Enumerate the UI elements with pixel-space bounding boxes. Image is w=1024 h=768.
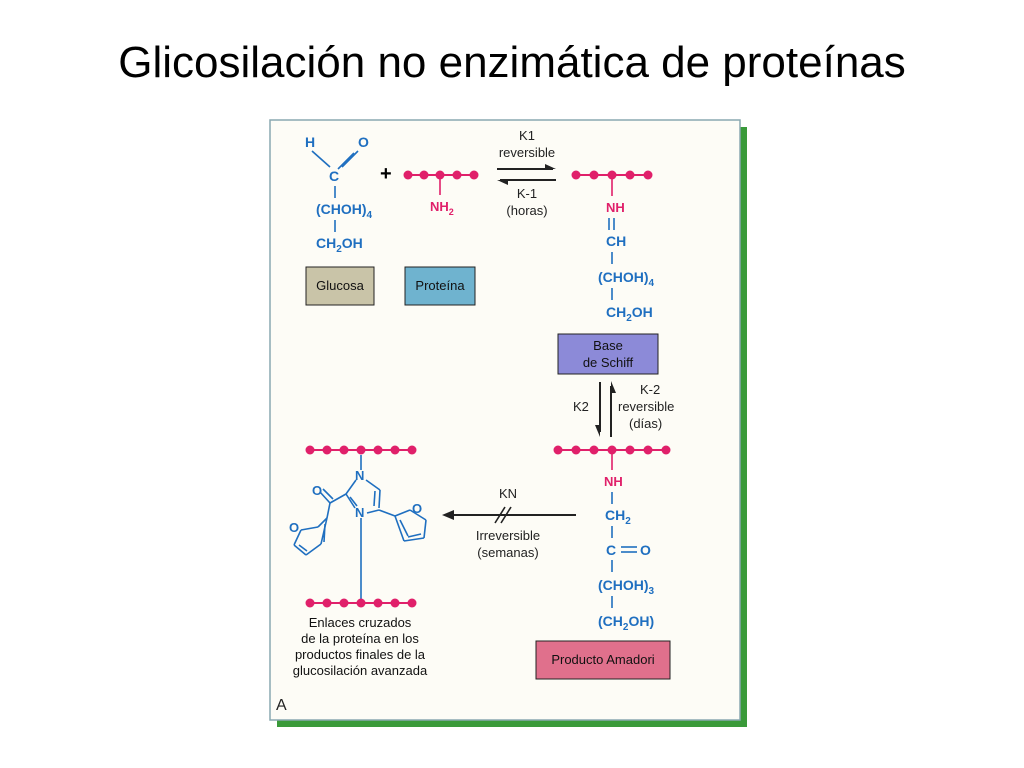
schiff-label-1: Base: [593, 338, 623, 353]
glucose-o: O: [358, 134, 369, 150]
glucosa-label: Glucosa: [316, 278, 364, 293]
reaction-2: K2 K-2 reversible (días): [573, 381, 674, 437]
glucosa-box: Glucosa: [305, 266, 375, 306]
k2-label: K2: [573, 399, 589, 414]
slide-title: Glicosilación no enzimática de proteínas: [118, 38, 906, 87]
glucose-structure: H O C (CHOH)4 CH2OH: [305, 134, 373, 255]
crosslink-structure: N N O O O: [289, 445, 427, 608]
k-1-label: K-1: [517, 186, 537, 201]
amadori-label: Producto Amadori: [551, 652, 654, 667]
kn-note-2: (semanas): [477, 545, 538, 560]
caption-line-2: de la proteína en los: [301, 631, 419, 646]
amadori-chohn: (CHOH): [598, 577, 649, 593]
caption-line-3: productos finales de la: [295, 647, 426, 662]
glucose-ch2: CH: [316, 235, 336, 251]
amadori-c: C: [606, 542, 616, 558]
svg-text:(CHOH)4: (CHOH)4: [598, 269, 655, 289]
svg-text:(CHOH)3: (CHOH)3: [598, 577, 655, 597]
crosslink-o-carbonyl: O: [312, 483, 322, 498]
schiff-box: Base de Schiff: [557, 333, 659, 375]
schiff-chohn: (CHOH): [598, 269, 649, 285]
svg-text:(CH2OH): (CH2OH): [598, 613, 654, 633]
amadori-structure: NH CH2 C O (CHOH)3 (CH2OH): [553, 445, 671, 633]
amadori-nh: NH: [604, 474, 623, 489]
crosslink-n-bottom: N: [355, 505, 364, 520]
crosslink-o-left: O: [289, 520, 299, 535]
svg-text:(CHOH)4: (CHOH)4: [316, 201, 373, 221]
panel-letter: A: [276, 697, 287, 714]
reaction-1: K1 reversible K-1 (horas): [497, 128, 556, 218]
schiff-base-structure: NH CH (CHOH)4 CH2OH: [571, 170, 655, 324]
amadori-ch2: CH: [605, 507, 625, 523]
svg-text:CH2OH: CH2OH: [316, 235, 363, 255]
diagram-frame: [269, 119, 741, 721]
k-2-note-1: reversible: [618, 399, 674, 414]
k-2-label: K-2: [640, 382, 660, 397]
k-2-note-2: (días): [629, 416, 662, 431]
svg-text:NH2: NH2: [430, 199, 454, 217]
glucose-h: H: [305, 134, 315, 150]
reaction-3: KN Irreversible (semanas): [442, 486, 576, 560]
kn-note-1: Irreversible: [476, 528, 540, 543]
amadori-ch2oh: (CH: [598, 613, 623, 629]
amadori-o: O: [640, 542, 651, 558]
glucose-chohn: (CHOH): [316, 201, 367, 217]
schiff-nh: NH: [606, 200, 625, 215]
amadori-box: Producto Amadori: [535, 640, 671, 680]
k1-note: reversible: [499, 145, 555, 160]
caption-line-4: glucosilación avanzada: [293, 663, 428, 678]
svg-text:CH2: CH2: [605, 507, 631, 527]
svg-text:CH2OH: CH2OH: [606, 304, 653, 324]
kn-label: KN: [499, 486, 517, 501]
proteina-label: Proteína: [415, 278, 465, 293]
crosslink-caption: Enlaces cruzados de la proteína en los p…: [293, 615, 428, 678]
crosslink-n-top: N: [355, 468, 364, 483]
caption-line-1: Enlaces cruzados: [309, 615, 412, 630]
protein-nh2: NH2: [403, 170, 479, 217]
proteina-box: Proteína: [404, 266, 476, 306]
glucose-c: C: [329, 168, 339, 184]
crosslink-o-right: O: [412, 501, 422, 516]
schiff-ch: CH: [606, 233, 626, 249]
k1-label: K1: [519, 128, 535, 143]
schiff-label-2: de Schiff: [583, 355, 634, 370]
k-1-note: (horas): [506, 203, 547, 218]
protein-nh: NH: [430, 199, 449, 214]
schiff-ch2: CH: [606, 304, 626, 320]
plus-sign: +: [380, 163, 392, 185]
